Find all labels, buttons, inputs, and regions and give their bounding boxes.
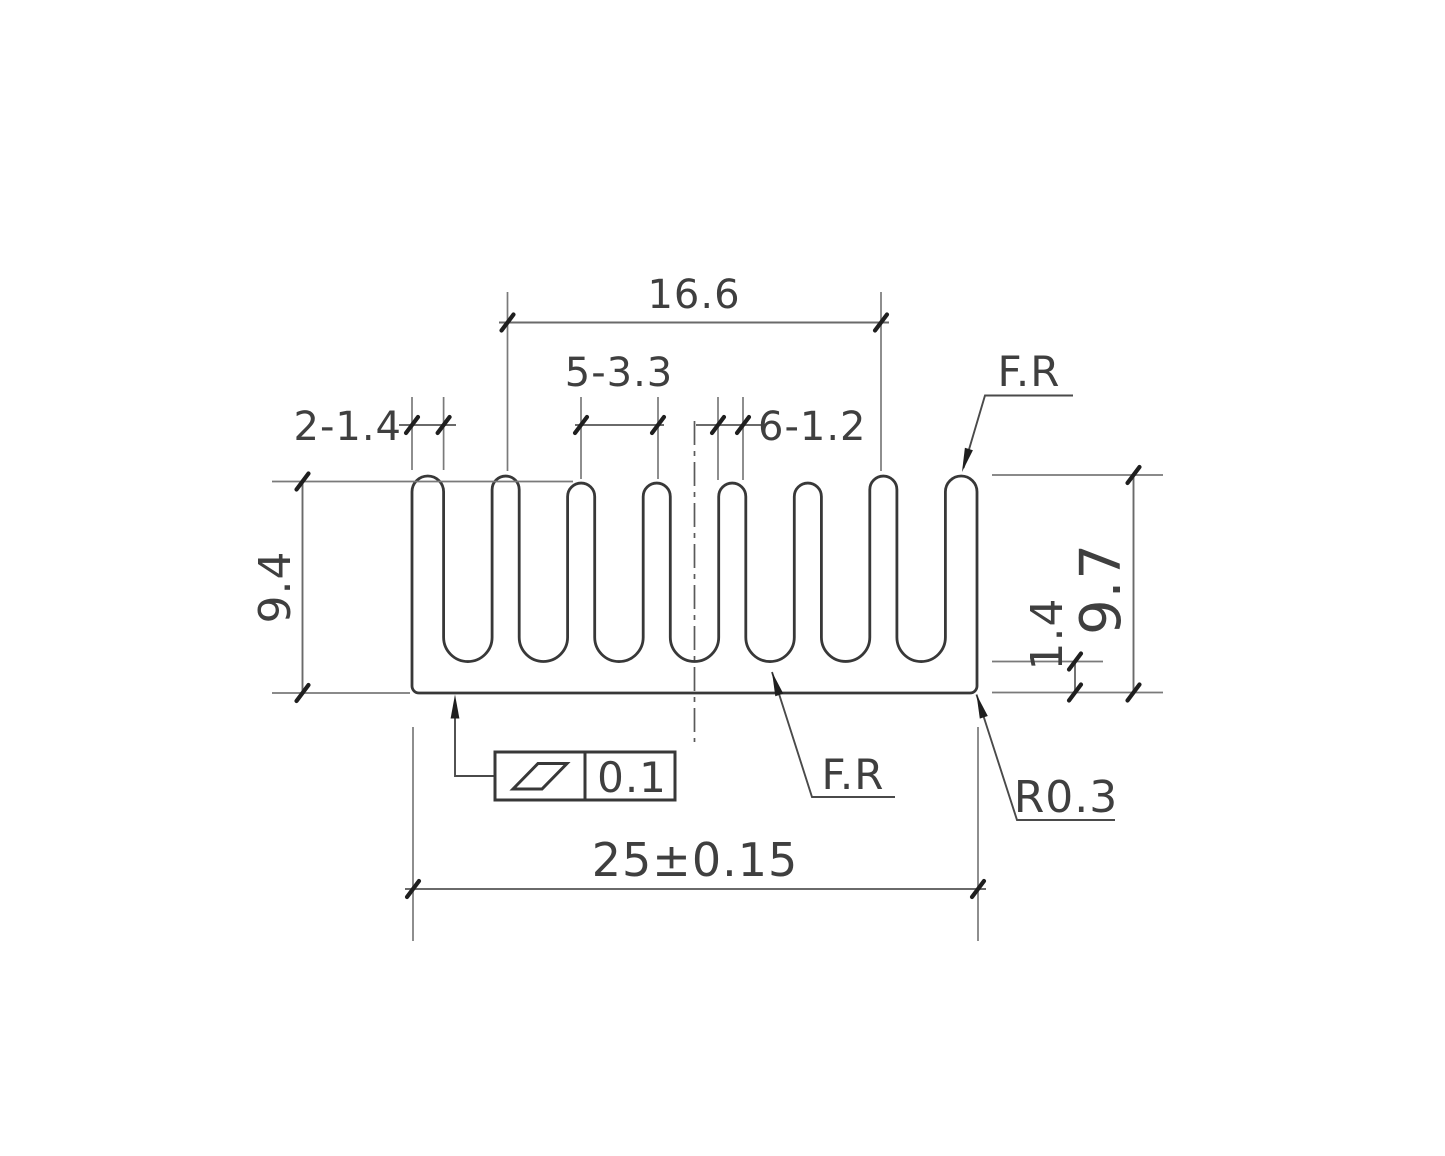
dimension-value: 9.4	[250, 551, 301, 624]
oblique-ticks	[572, 414, 667, 436]
dimension-top-span: 16.6	[499, 272, 890, 471]
callout-text: F.R	[998, 347, 1061, 396]
oblique-ticks	[294, 471, 311, 704]
leader-arrowhead-icon	[976, 694, 988, 719]
flatness-symbol-icon	[509, 762, 571, 791]
callout-corner-radius: R0.3	[975, 694, 1119, 823]
dimension-value: 25±0.15	[592, 833, 799, 887]
dimension-value: 6-1.2	[758, 404, 867, 450]
callout-text: F.R	[822, 750, 885, 799]
callout-fillet-slot: F.R	[771, 671, 895, 799]
extension-lines	[717, 397, 744, 480]
leader-arrowhead-icon	[450, 694, 460, 719]
extension-lines	[580, 397, 659, 479]
dimension-value: 16.6	[647, 272, 740, 318]
dimension-outer-fin-width: 2-1.4	[294, 397, 456, 470]
dimension-fin-pitch: 5-3.3	[565, 350, 674, 479]
leader-line	[975, 694, 1115, 821]
base-thickness-ticks	[1066, 651, 1084, 703]
extension-lines	[412, 727, 979, 941]
dimension-inner-fin-height: 9.4	[250, 471, 573, 704]
oblique-ticks	[709, 414, 752, 436]
dimension-inner-fin-width: 6-1.2	[696, 397, 867, 480]
dimension-overall-width: 25±0.15	[404, 727, 987, 941]
overall-height-value: 9.7	[1069, 543, 1134, 635]
tolerance-value: 0.1	[597, 753, 667, 802]
extension-lines	[272, 480, 573, 694]
dimension-right-side: 1.4 9.7	[992, 464, 1163, 703]
leader-arrowhead-icon	[962, 447, 973, 472]
leader-line	[962, 394, 1073, 469]
overall-height-ticks	[1125, 464, 1142, 703]
oblique-ticks	[404, 878, 987, 900]
extension-lines	[411, 397, 445, 470]
flatness-tolerance-callout: 0.1	[450, 694, 677, 802]
oblique-ticks	[403, 414, 452, 436]
heatsink-profile-outline	[410, 474, 979, 695]
leader-line	[454, 700, 495, 777]
callout-text: R0.3	[1014, 772, 1119, 823]
oblique-ticks	[499, 312, 890, 333]
dimension-value: 5-3.3	[565, 350, 674, 396]
leader-arrowhead-icon	[772, 672, 784, 697]
callout-fillet-top: F.R	[962, 347, 1073, 472]
dimension-value: 2-1.4	[294, 404, 403, 450]
base-thickness-value: 1.4	[1022, 598, 1073, 671]
leader-line	[771, 671, 895, 798]
